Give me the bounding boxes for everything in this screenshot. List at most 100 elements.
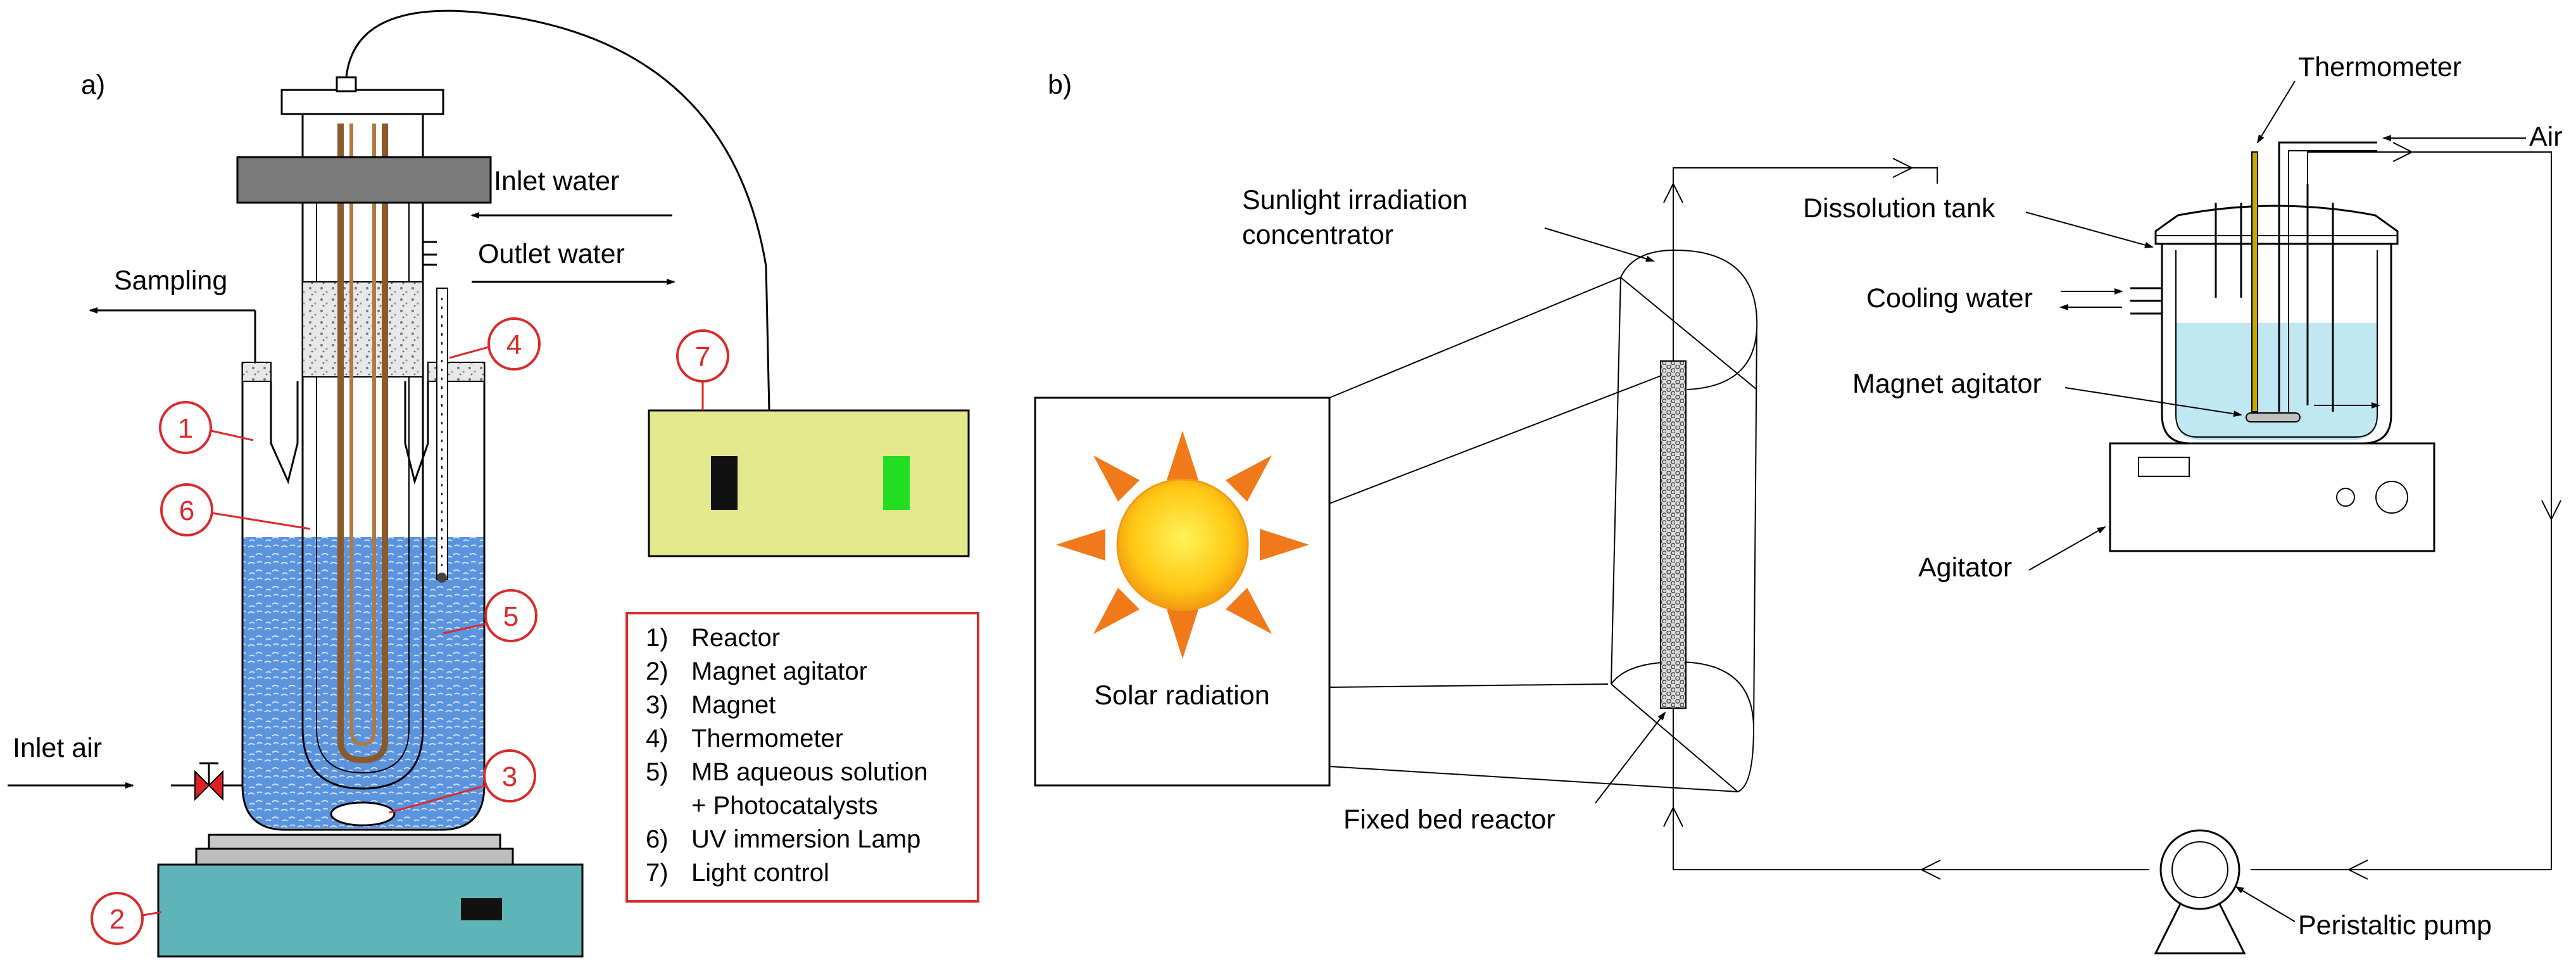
inlet-water-label: Inlet water: [494, 166, 619, 196]
agitator-display: [2138, 457, 2190, 477]
legend-item: Magnet: [691, 691, 776, 719]
outlet-water-label: Outlet water: [478, 239, 625, 269]
tank-magnet: [2246, 412, 2301, 422]
svg-text:6: 6: [179, 495, 194, 526]
pump-pointer: [2235, 885, 2296, 922]
dissolution-pointer: [2025, 212, 2154, 248]
concentrator-left: [1611, 277, 1621, 685]
concentrator-bottom-lobe: [1611, 661, 1755, 792]
concentrator-top-lobe: [1620, 249, 1758, 390]
legend-item: Light control: [691, 859, 829, 887]
air-label: Air: [2529, 122, 2563, 152]
flow-arrow-bottom-right: [2347, 860, 2368, 880]
sampling-port: [270, 381, 299, 485]
legend-item: Thermometer: [691, 725, 843, 752]
callout-2: 2: [91, 892, 162, 945]
concentrator-right: [1753, 329, 1757, 729]
thermometer-b: [2251, 151, 2258, 412]
reactor-water: [242, 537, 484, 828]
stir-magnet: [330, 801, 396, 827]
dissolution-tank-label: Dissolution tank: [1803, 193, 1995, 224]
fixed-bed-pointer: [1595, 711, 1666, 804]
air-tube: [2278, 141, 2377, 412]
lamp-connector: [336, 76, 357, 92]
legend-item: MB aqueous solution: [691, 758, 928, 786]
panel-a: a) Sampling I: [8, 10, 979, 958]
tank-inner-wall: [2175, 250, 2378, 438]
legend-num: 3): [646, 691, 669, 719]
agitator-knob-small: [2336, 488, 2355, 507]
legend-num: 2): [646, 657, 669, 685]
concentrator-pointer: [1544, 227, 1655, 262]
flow-arrow-tank-in: [2392, 142, 2414, 162]
beam-1: [1329, 277, 1621, 398]
loop-left: [1673, 167, 1938, 361]
loop-bottom: [1673, 708, 2149, 870]
base-display: [461, 898, 502, 920]
sampling-port-right: [404, 381, 429, 485]
legend: 1) Reactor 2) Magnet agitator 3) Magnet …: [625, 612, 979, 903]
uv-lamp-inner: [349, 124, 376, 747]
agitator-pointer: [2028, 526, 2106, 571]
callout-6: 6: [160, 483, 311, 536]
flow-arrow-right: [2541, 500, 2561, 521]
concentrator-label-2: concentrator: [1242, 220, 1393, 250]
legend-box: [625, 612, 979, 903]
fixed-bed-reactor: [1660, 360, 1687, 709]
callout-4: 4: [449, 317, 541, 371]
svg-text:7: 7: [695, 341, 710, 372]
reactor-lid: [236, 156, 492, 204]
uv-lamp: [337, 124, 388, 764]
tank-water: [2176, 323, 2377, 440]
legend-num: 7): [646, 859, 669, 887]
legend-item: + Photocatalysts: [691, 792, 878, 820]
thermometer-a: [436, 288, 448, 580]
stirrer-plate: [195, 847, 514, 866]
callout-5: 5: [443, 589, 537, 642]
svg-text:2: 2: [110, 904, 125, 935]
cooling-water-label: Cooling water: [1866, 283, 2033, 314]
lamp-cable: [345, 10, 770, 411]
flow-arrow-left-low: [1663, 806, 1683, 827]
callout-7: 7: [676, 329, 729, 410]
stirrer-top-plate: [208, 834, 501, 850]
dissolution-tank: [2161, 241, 2392, 445]
loop-right: [2251, 151, 2552, 870]
legend-num: 5): [646, 758, 669, 786]
sun-icon: [1056, 431, 1309, 659]
flow-arrow-left: [1663, 182, 1683, 203]
reactor-vessel: [241, 362, 486, 831]
concentrator-diag-1: [1620, 277, 1757, 390]
magnet-agitator-base: [157, 863, 584, 958]
legend-num: 4): [646, 725, 669, 752]
thermometer-label: Thermometer: [2298, 52, 2461, 82]
sand-plug: [302, 281, 424, 378]
svg-text:5: 5: [503, 601, 518, 632]
concentrator-diag-2: [1611, 683, 1738, 792]
beam-3: [1329, 683, 1609, 688]
pump-stand: [2154, 902, 2246, 955]
legend-num: 6): [646, 825, 669, 853]
solar-radiation-label: Solar radiation: [1094, 680, 1269, 711]
tank-lid: [2154, 205, 2399, 245]
svg-text:1: 1: [178, 413, 193, 444]
inlet-air-label: Inlet air: [13, 733, 102, 763]
sampling-label: Sampling: [114, 265, 227, 296]
magnet-pointer: [2064, 387, 2242, 417]
callout-1: 1: [159, 401, 254, 454]
fixed-bed-reactor-label: Fixed bed reactor: [1343, 804, 1555, 835]
thermometer-pointer: [2256, 80, 2296, 144]
svg-text:4: 4: [506, 329, 522, 360]
legend-item: Magnet agitator: [691, 657, 867, 685]
lamp-cap: [280, 89, 444, 115]
beam-2: [1329, 370, 1675, 504]
panel-a-label: a): [81, 70, 105, 100]
legend-num: 1): [646, 624, 669, 652]
peristaltic-pump-label: Peristaltic pump: [2298, 910, 2492, 941]
immersion-well: [301, 101, 424, 790]
thermometer-a-bulb: [437, 573, 447, 583]
panel-b-label: b): [1048, 70, 1072, 100]
legend-item: UV immersion Lamp: [691, 825, 920, 853]
light-control-box: [648, 409, 970, 557]
